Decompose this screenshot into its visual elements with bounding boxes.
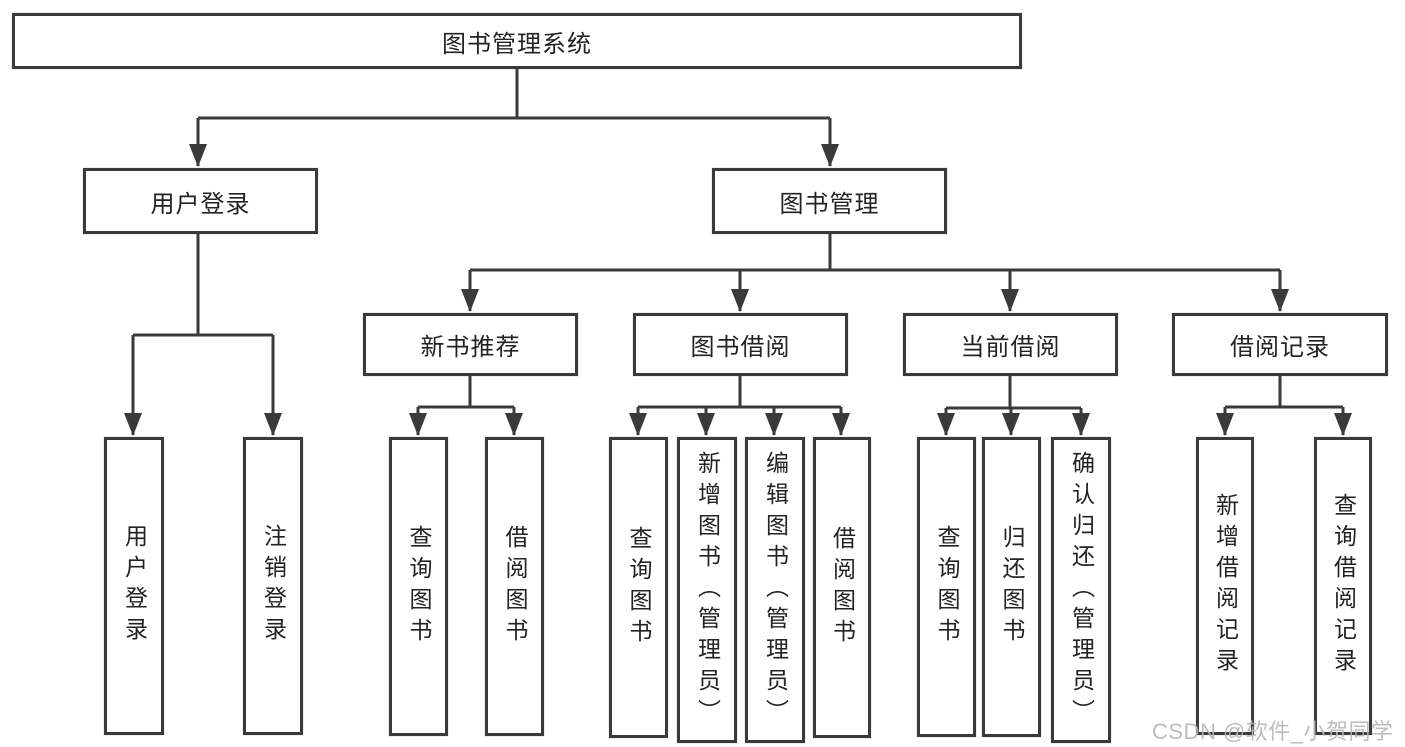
node-book-management: 图书管理 bbox=[712, 168, 947, 234]
leaf-logout: 注销登录 bbox=[243, 437, 303, 735]
node-new-book-recommendation: 新书推荐 bbox=[363, 313, 578, 376]
node-label: 新书推荐 bbox=[420, 334, 521, 361]
leaf-label: 查询图书 bbox=[406, 524, 432, 649]
node-label: 借阅记录 bbox=[1230, 334, 1330, 361]
leaf-label: 借阅图书 bbox=[829, 525, 856, 650]
leaf-label: 查询图书 bbox=[934, 525, 960, 649]
leaf-label: 归还图书 bbox=[999, 525, 1025, 649]
leaf-edit-books-admin: 编辑图书（管理员） bbox=[745, 437, 805, 743]
node-label: 图书管理 bbox=[779, 190, 880, 218]
node-label: 图书借阅 bbox=[690, 334, 791, 361]
leaf-label: 借阅图书 bbox=[502, 524, 528, 649]
leaf-label: 新增图书（管理员） bbox=[694, 450, 721, 730]
leaf-label: 确认归还（管理员） bbox=[1068, 450, 1095, 730]
leaf-query-books-current: 查询图书 bbox=[917, 437, 976, 737]
leaf-borrow-books-recommend: 借阅图书 bbox=[485, 437, 544, 736]
leaf-borrow-books-borrowing: 借阅图书 bbox=[813, 437, 871, 738]
node-label: 当前借阅 bbox=[960, 334, 1061, 361]
leaf-label: 新增借阅记录 bbox=[1212, 493, 1239, 679]
leaf-query-borrow-record: 查询借阅记录 bbox=[1314, 437, 1372, 735]
leaf-label: 注销登录 bbox=[260, 524, 287, 648]
leaf-add-borrow-record: 新增借阅记录 bbox=[1196, 437, 1254, 735]
node-book-borrowing: 图书借阅 bbox=[633, 313, 848, 376]
node-user-login: 用户登录 bbox=[83, 168, 318, 234]
node-label: 图书管理系统 bbox=[442, 30, 592, 58]
csdn-watermark: CSDN @软件_小贺同学 bbox=[1152, 719, 1394, 744]
leaf-query-books-borrowing: 查询图书 bbox=[609, 437, 668, 738]
leaf-label: 用户登录 bbox=[121, 524, 148, 648]
leaf-return-books: 归还图书 bbox=[982, 437, 1041, 737]
node-borrowing-records: 借阅记录 bbox=[1172, 313, 1388, 376]
leaf-query-books-recommend: 查询图书 bbox=[389, 437, 448, 736]
leaf-label: 查询借阅记录 bbox=[1330, 493, 1357, 679]
leaf-confirm-return-admin: 确认归还（管理员） bbox=[1051, 437, 1111, 743]
leaf-add-books-admin: 新增图书（管理员） bbox=[677, 437, 737, 743]
leaf-user-login: 用户登录 bbox=[104, 437, 164, 735]
leaf-label: 编辑图书（管理员） bbox=[762, 450, 789, 730]
leaf-label: 查询图书 bbox=[626, 525, 652, 650]
node-current-borrowing: 当前借阅 bbox=[903, 313, 1118, 376]
node-library-system: 图书管理系统 bbox=[12, 13, 1022, 69]
node-label: 用户登录 bbox=[150, 190, 251, 218]
